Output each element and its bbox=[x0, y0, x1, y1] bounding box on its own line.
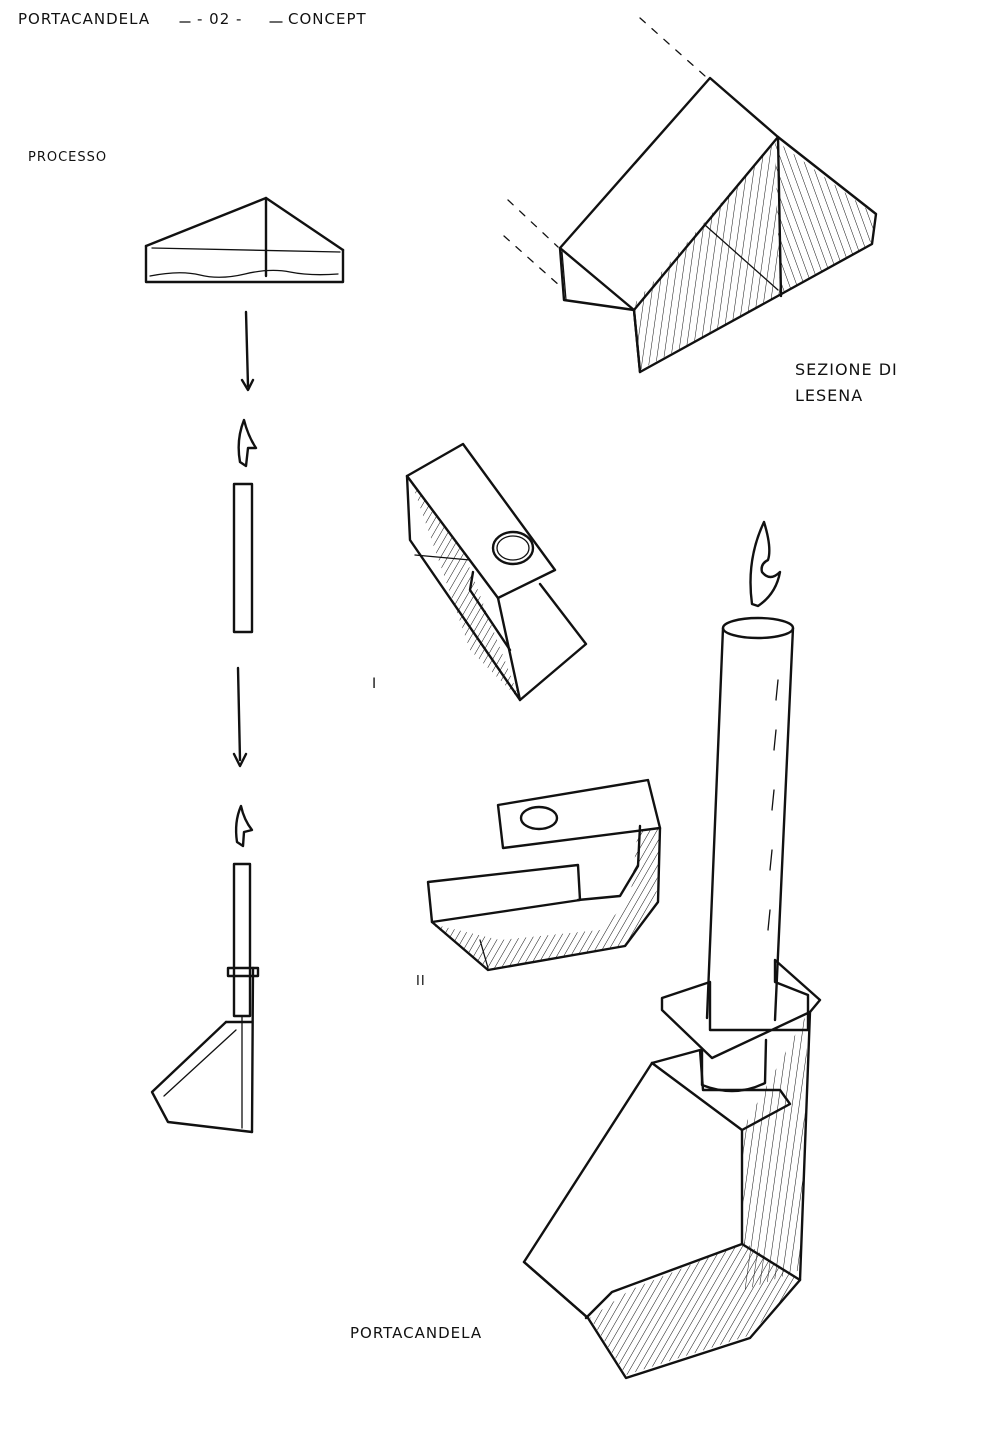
candleholder-sketch bbox=[522, 520, 822, 1380]
section-label: SEZIONE DI LESENA bbox=[795, 357, 898, 409]
step-2-sketch bbox=[426, 778, 662, 972]
sheet-number: - 02 - bbox=[197, 10, 243, 28]
process-label: PROCESSO bbox=[28, 150, 108, 165]
process-step-candle bbox=[232, 418, 258, 634]
section-label-line-2: LESENA bbox=[795, 386, 864, 405]
sheet-title: PORTACANDELA bbox=[18, 10, 151, 28]
step-1-sketch bbox=[405, 442, 588, 702]
process-arrow-2 bbox=[232, 666, 248, 768]
step-label-2: II bbox=[416, 974, 426, 989]
process-step-assembly bbox=[150, 804, 260, 1134]
sheet-subtitle: CONCEPT bbox=[288, 10, 367, 28]
section-label-line-1: SEZIONE DI bbox=[795, 360, 898, 379]
process-step-section bbox=[144, 196, 345, 284]
wall-section-sketch bbox=[503, 17, 878, 374]
process-arrow-1 bbox=[240, 310, 255, 392]
step-label-1: I bbox=[372, 676, 378, 692]
candleholder-label: PORTACANDELA bbox=[350, 1324, 483, 1342]
